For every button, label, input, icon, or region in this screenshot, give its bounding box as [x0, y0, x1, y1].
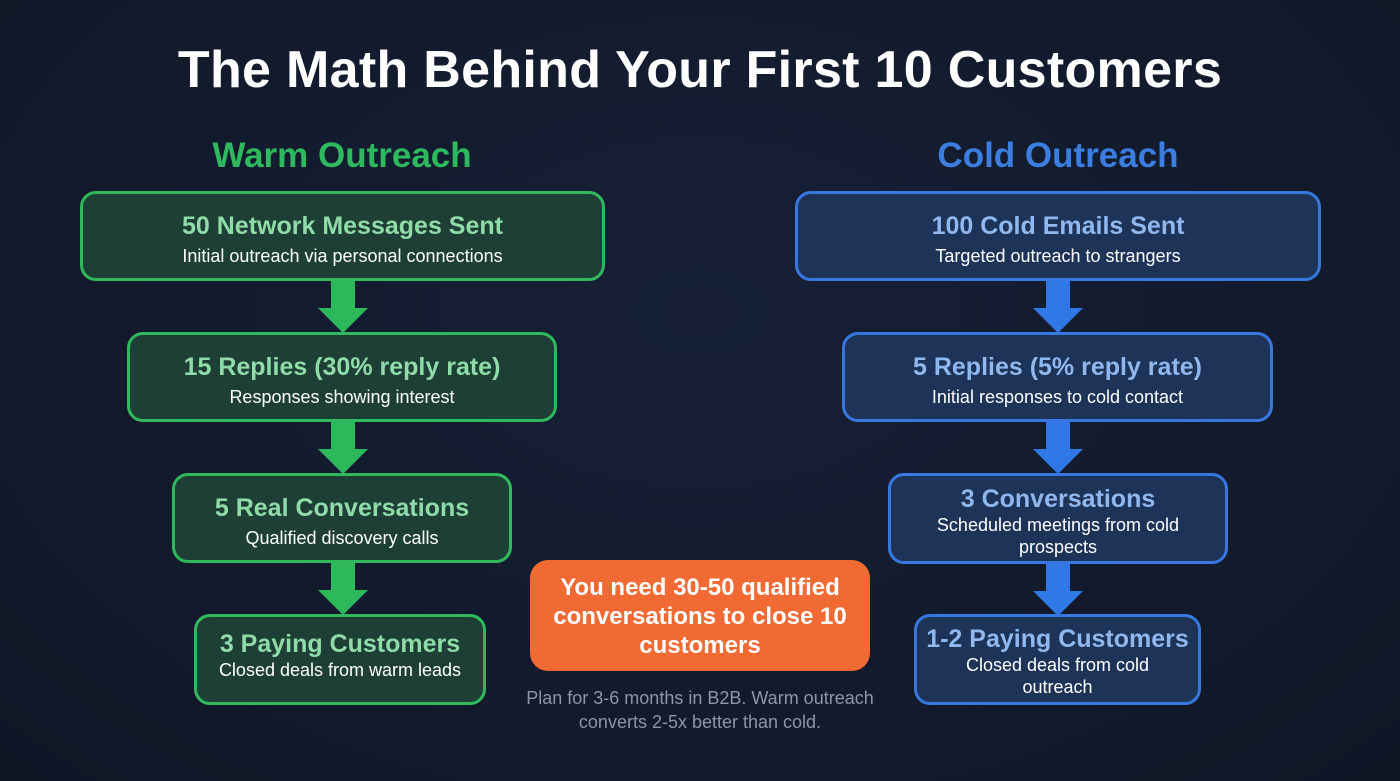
warm-step-2-head: 15 Replies (30% reply rate)	[183, 353, 501, 381]
warm-step-1-head: 50 Network Messages Sent	[182, 212, 503, 240]
warm-step-messages-sent: 50 Network Messages Sent Initial outreac…	[80, 191, 605, 281]
cold-step-2-head: 5 Replies (5% reply rate)	[912, 353, 1202, 381]
cold-step-2-sub: Initial responses to cold contact	[931, 387, 1184, 407]
cold-step-1-head: 100 Cold Emails Sent	[931, 212, 1185, 240]
cold-outreach-title: Cold Outreach	[937, 136, 1179, 175]
warm-step-1-sub: Initial outreach via personal connection…	[182, 246, 503, 266]
page-title: The Math Behind Your First 10 Customers	[177, 41, 1223, 99]
cold-step-replies: 5 Replies (5% reply rate) Initial respon…	[842, 332, 1273, 422]
cold-step-4-sub: Closed deals from cold outreach	[965, 655, 1150, 697]
arrow-down-icon	[318, 422, 368, 474]
cold-step-1-sub: Targeted outreach to strangers	[935, 246, 1181, 266]
warm-outreach-title: Warm Outreach	[212, 136, 472, 175]
cold-step-4-head: 1-2 Paying Customers	[926, 625, 1189, 653]
callout-box: You need 30-50 qualified conversations t…	[530, 560, 870, 671]
warm-step-4-sub: Closed deals from warm leads	[218, 660, 462, 680]
cold-step-3-sub: Scheduled meetings from cold prospects	[936, 515, 1180, 557]
arrow-down-icon	[1033, 564, 1083, 616]
warm-step-conversations: 5 Real Conversations Qualified discovery…	[172, 473, 512, 563]
footnote: Plan for 3-6 months in B2B. Warm outreac…	[526, 688, 874, 732]
arrow-down-icon	[318, 563, 368, 615]
warm-step-2-sub: Responses showing interest	[229, 387, 455, 407]
warm-step-3-sub: Qualified discovery calls	[245, 528, 439, 548]
cold-step-paying-customers: 1-2 Paying Customers Closed deals from c…	[914, 614, 1201, 705]
warm-step-4-head: 3 Paying Customers	[219, 630, 461, 658]
warm-step-3-head: 5 Real Conversations	[214, 494, 470, 522]
arrow-down-icon	[1033, 422, 1083, 474]
warm-step-paying-customers: 3 Paying Customers Closed deals from war…	[194, 614, 486, 705]
cold-step-emails-sent: 100 Cold Emails Sent Targeted outreach t…	[795, 191, 1321, 281]
warm-step-replies: 15 Replies (30% reply rate) Responses sh…	[127, 332, 557, 422]
cold-step-conversations: 3 Conversations Scheduled meetings from …	[888, 473, 1228, 564]
arrow-down-icon	[318, 281, 368, 333]
cold-step-3-head: 3 Conversations	[960, 485, 1156, 513]
arrow-down-icon	[1033, 281, 1083, 333]
